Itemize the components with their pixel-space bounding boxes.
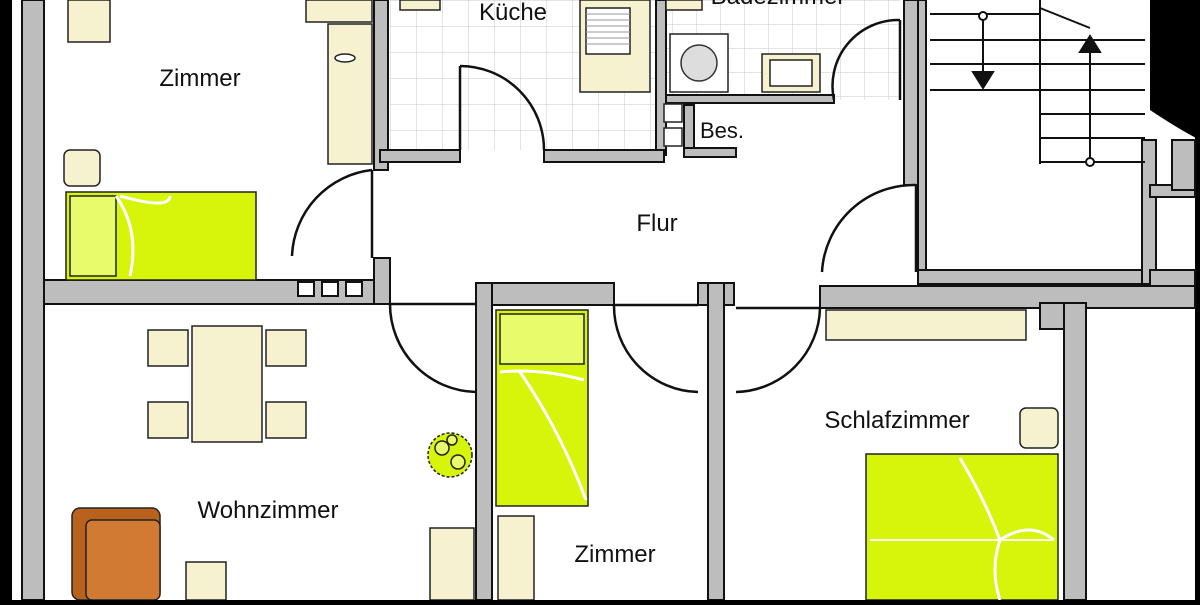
wall-vents <box>297 281 363 297</box>
dining-chair <box>147 329 189 367</box>
washing-machine <box>669 33 729 93</box>
room-label-badezimmer: Badezimmer <box>711 0 846 10</box>
wall-outer-left <box>21 0 45 601</box>
wall-horizontal-left-end <box>373 257 391 305</box>
wall-kueche-bottom-right <box>543 149 665 163</box>
wall-bad-bottom <box>665 94 835 104</box>
nightstand <box>67 0 111 43</box>
wall-stair-bottom <box>917 269 1149 285</box>
wardrobe <box>327 23 373 165</box>
wall-schlafzimmer-top <box>819 285 1196 309</box>
dining-chair <box>265 401 307 439</box>
wall-stair-left <box>917 0 927 281</box>
door-zimmer-top <box>290 168 374 258</box>
door-stair <box>820 183 918 273</box>
sofa-seat <box>85 519 161 601</box>
room-label-zimmer-small: Zimmer <box>574 541 655 568</box>
doors <box>290 18 918 394</box>
wall-small-zimmer-top <box>475 282 615 306</box>
wall-schlafzimmer-right <box>1063 302 1087 601</box>
room-label-zimmer-top: Zimmer <box>159 65 240 92</box>
wardrobe-handle <box>334 53 356 63</box>
wall-pillar <box>1039 302 1067 330</box>
door-small-zimmer <box>612 303 699 394</box>
bath-shelf <box>665 0 703 11</box>
wall-bes-bottom <box>683 147 737 158</box>
chair <box>63 149 101 187</box>
wall-bes <box>683 104 695 154</box>
room-label-kueche: Küche <box>479 0 547 26</box>
staircase <box>930 0 1145 167</box>
wardrobe-small <box>497 515 535 601</box>
vent <box>297 281 315 297</box>
bed-blanket-fold <box>499 369 588 501</box>
corner-shadow <box>1150 0 1200 140</box>
bath-fixture <box>663 103 683 123</box>
stair-arrow-down-icon <box>971 71 995 90</box>
wardrobe-schlafzimmer <box>825 309 1027 341</box>
sideboard <box>429 527 475 601</box>
nightstand-schlafzimmer <box>1019 407 1059 449</box>
washing-machine-drum <box>680 44 718 82</box>
bath-sink <box>769 59 813 87</box>
dining-table <box>191 325 263 443</box>
dining-chair <box>147 401 189 439</box>
bed-pillow <box>69 195 117 277</box>
door-schlafzimmer <box>735 306 822 394</box>
side-table <box>185 561 227 601</box>
vent <box>345 281 363 297</box>
room-label-schlafzimmer: Schlafzimmer <box>824 407 969 434</box>
bed-schlafzimmer <box>865 453 1059 601</box>
dining-chair <box>265 329 307 367</box>
wall-kueche-bottom-left <box>379 149 461 163</box>
desk <box>305 0 373 23</box>
room-label-bes: Bes. <box>700 118 744 143</box>
bed-blanket-fold <box>114 194 172 277</box>
bed-pillow <box>499 313 585 365</box>
wall-small-zimmer-left <box>475 282 493 601</box>
door-kueche <box>458 64 546 151</box>
room-labels: Zimmer Küche Badezimmer Bes. Flur Wohnzi… <box>159 0 969 568</box>
bath-fixture <box>663 127 683 147</box>
wall-small-zimmer-right <box>707 282 725 601</box>
wall-right-edge <box>1149 269 1196 287</box>
door-wohnzimmer <box>388 302 477 394</box>
wall-zimmer-kueche <box>373 0 389 171</box>
stove <box>585 7 631 55</box>
kitchen-cabinet <box>399 0 441 11</box>
plant <box>427 432 473 478</box>
stair-arrow-up-icon <box>1078 34 1102 53</box>
stove-grid <box>586 13 630 45</box>
room-label-wohnzimmer: Wohnzimmer <box>198 497 339 524</box>
vent <box>321 281 339 297</box>
wall-bad-right <box>903 0 919 186</box>
furniture <box>63 0 1059 601</box>
room-label-flur: Flur <box>636 210 677 237</box>
door-bad <box>831 18 902 101</box>
wall-corner-right <box>1171 139 1196 191</box>
